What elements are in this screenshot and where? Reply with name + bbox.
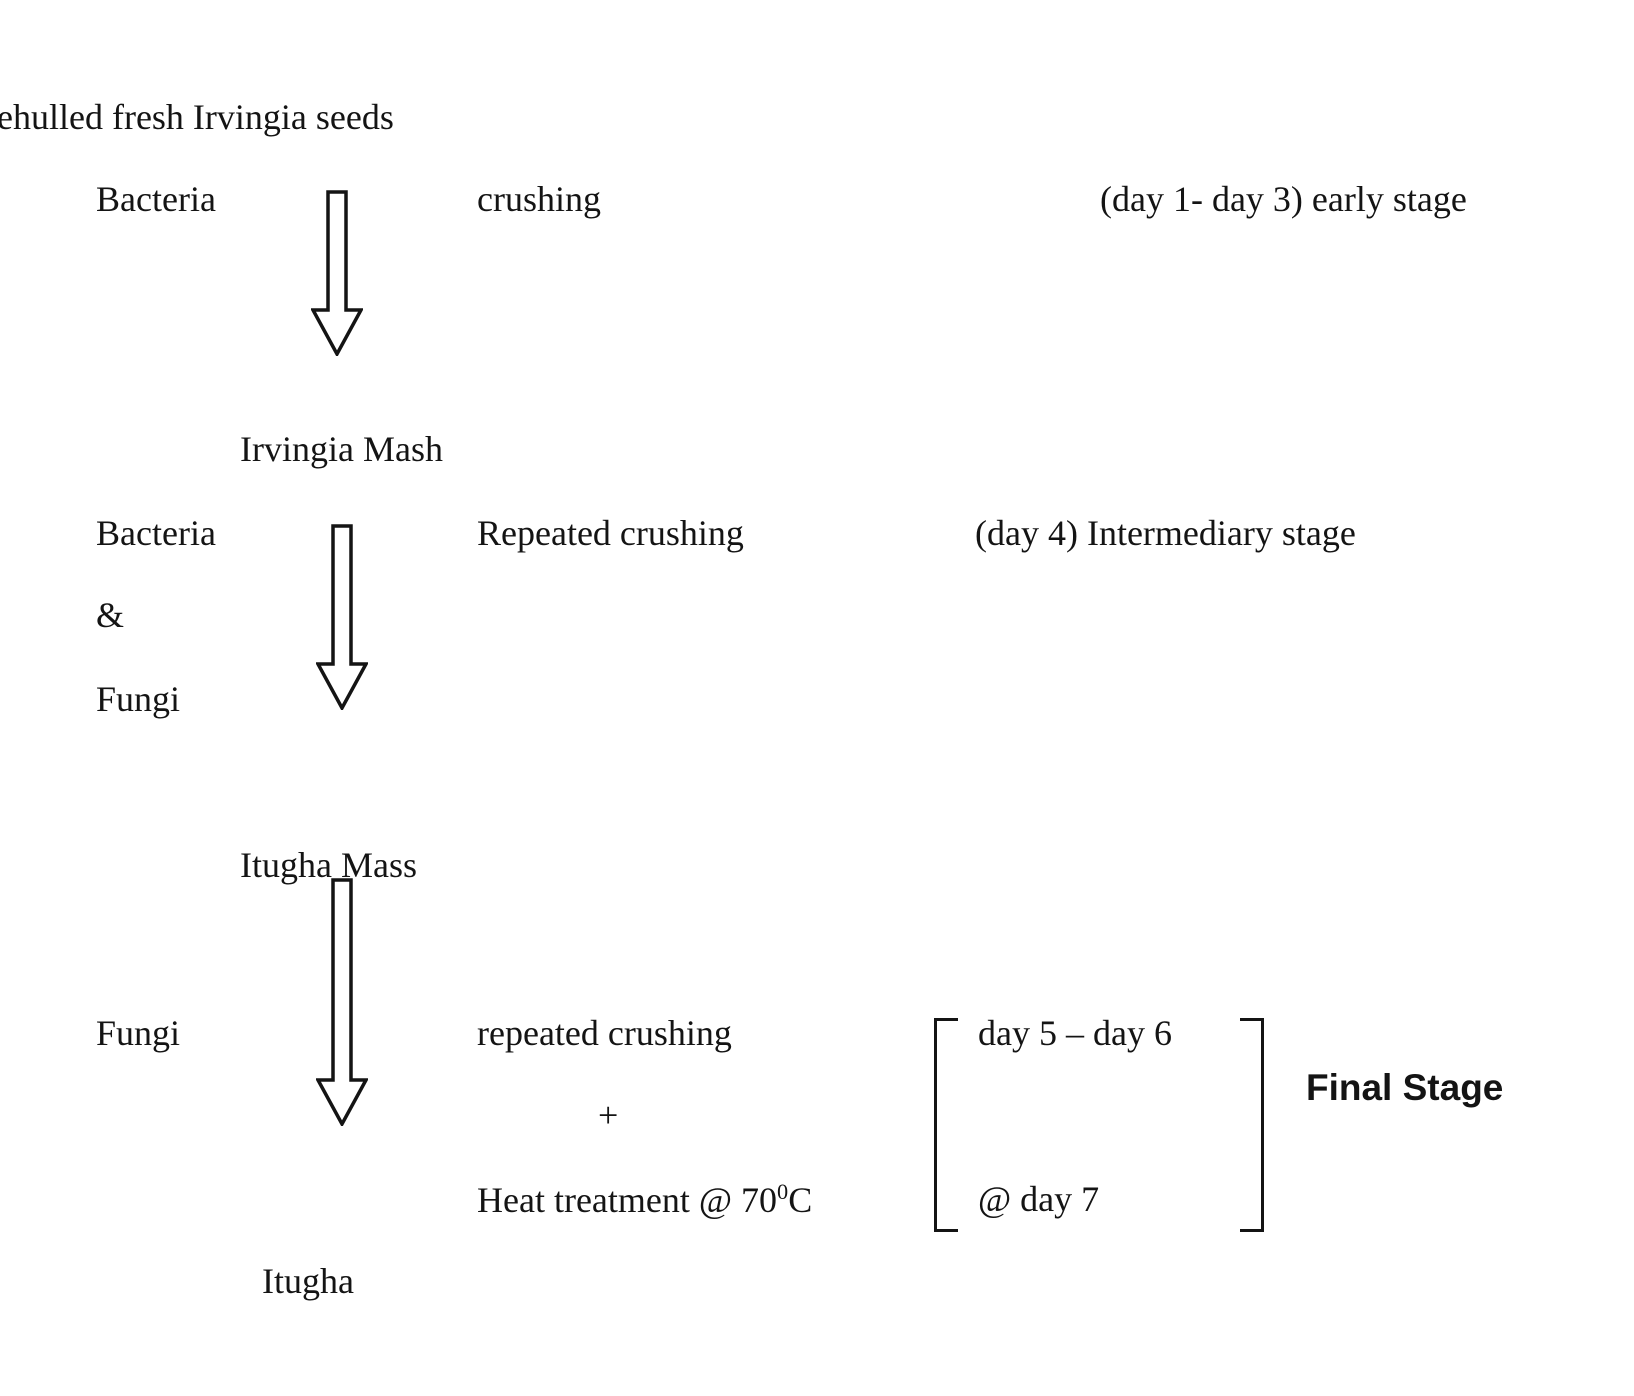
- bracket-day-7-label: @ day 7: [978, 1179, 1100, 1219]
- stage3-heat-treatment-label: Heat treatment @ 700C: [477, 1179, 813, 1221]
- left-bracket: [934, 1018, 958, 1232]
- itugha-mass-node-label: Itugha Mass: [240, 845, 417, 885]
- stage1-timing-label: (day 1- day 3) early stage: [1100, 179, 1467, 219]
- stage2-agent-bacteria-label: Bacteria: [96, 513, 216, 553]
- bracket-days-5-6-label: day 5 – day 6: [978, 1013, 1172, 1053]
- stage2-process-label: Repeated crushing: [477, 513, 744, 553]
- stage3-plus-label: +: [598, 1095, 619, 1135]
- heat-treatment-superscript: 0: [777, 1179, 789, 1204]
- heat-treatment-text: Heat treatment @ 70: [477, 1180, 778, 1220]
- down-arrow-icon: [316, 524, 368, 710]
- stage2-timing-label: (day 4) Intermediary stage: [975, 513, 1356, 553]
- stage2-agent-fungi-label: Fungi: [96, 679, 181, 719]
- stage1-process-label: crushing: [477, 179, 601, 219]
- heat-treatment-unit: C: [788, 1180, 813, 1220]
- stage3-process-line1-label: repeated crushing: [477, 1013, 732, 1053]
- irvingia-mash-node-label: Irvingia Mash: [240, 429, 443, 469]
- right-bracket: [1240, 1018, 1264, 1232]
- stage3-agent-label: Fungi: [96, 1013, 181, 1053]
- down-arrow-icon: [316, 878, 368, 1126]
- down-arrow-icon: [311, 190, 363, 356]
- final-stage-label: Final Stage: [1306, 1067, 1504, 1108]
- stage1-agent-label: Bacteria: [96, 179, 216, 219]
- final-product-label: Itugha: [262, 1261, 354, 1301]
- start-node-label: ehulled fresh Irvingia seeds: [0, 97, 394, 137]
- stage2-agent-ampersand-label: &: [96, 595, 125, 635]
